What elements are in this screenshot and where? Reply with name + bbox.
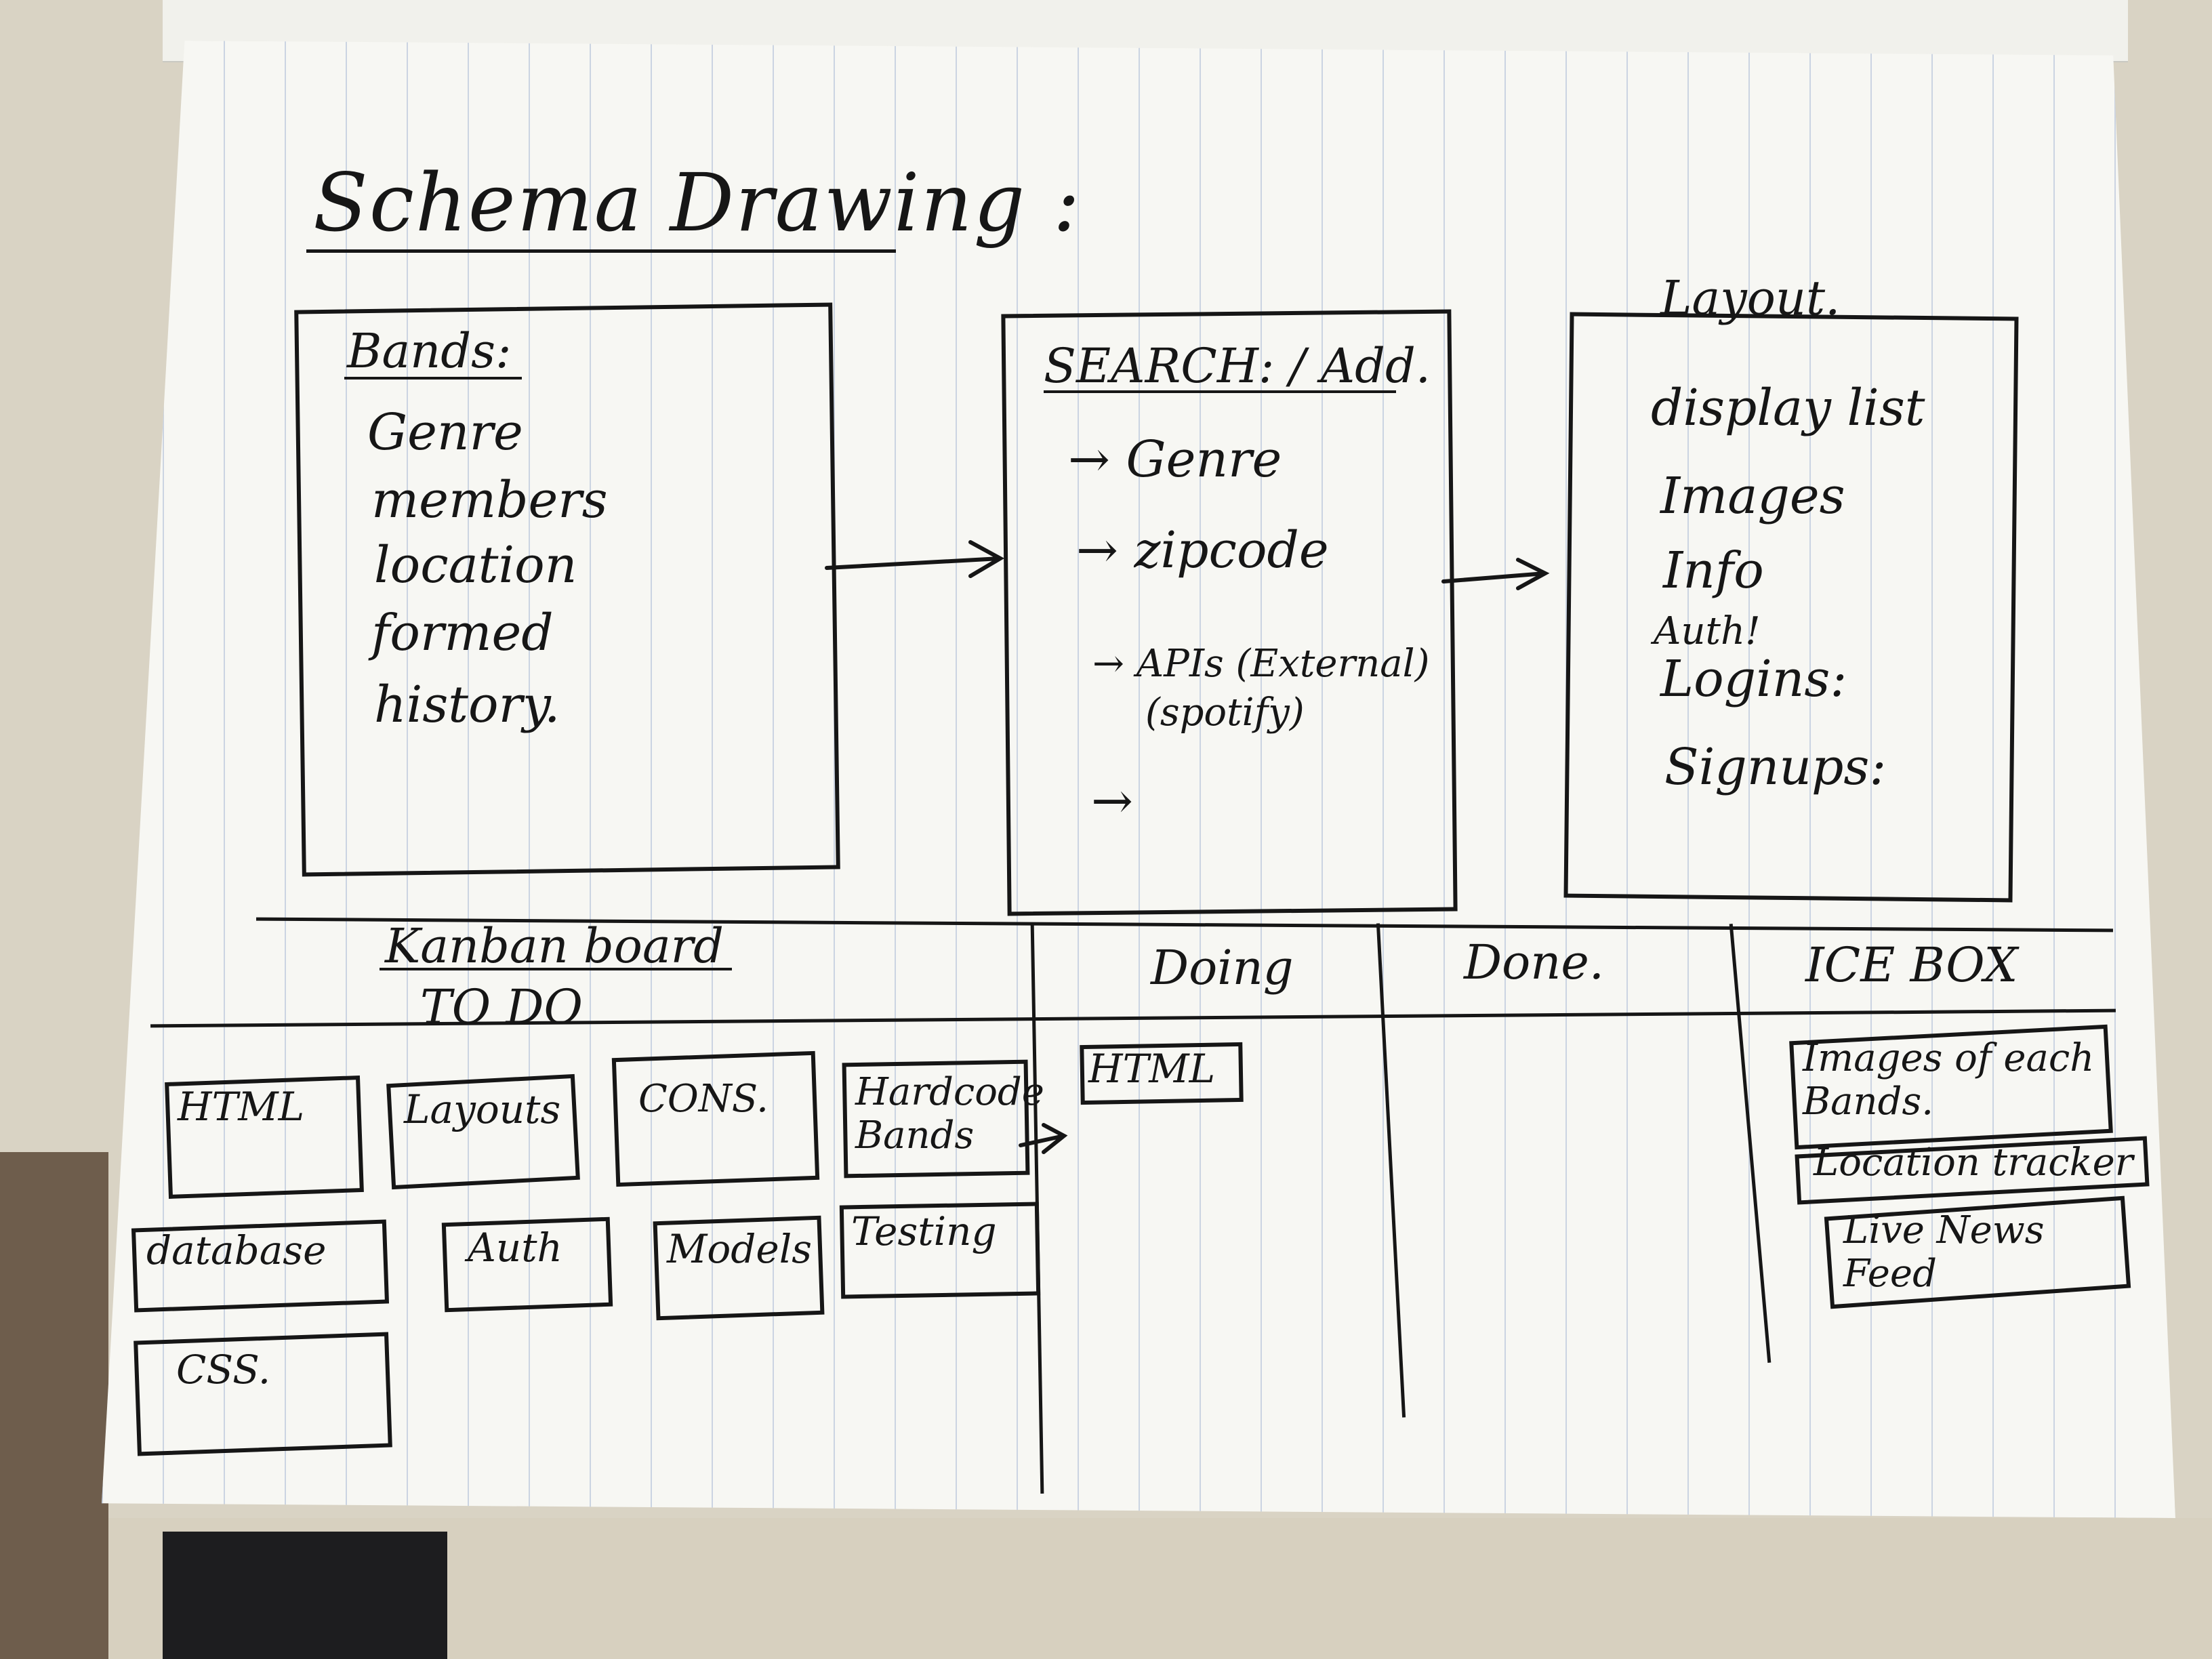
bands-heading-underline xyxy=(344,377,522,380)
column-done-header: Done. xyxy=(1464,935,1605,990)
bands-item-history: history. xyxy=(374,676,560,734)
kanban-title: Kanban board xyxy=(385,918,724,974)
bands-item-members: members xyxy=(371,471,608,529)
arrow-bands-to-search xyxy=(825,540,1005,578)
icebox-card-newsfeed-label: Live News Feed xyxy=(1843,1208,2045,1296)
search-item-zipcode: → zipcode xyxy=(1076,521,1329,579)
search-item-empty-arrow: → xyxy=(1091,772,1134,830)
column-doing-header: Doing xyxy=(1151,940,1294,996)
wood-surface xyxy=(0,1152,108,1659)
todo-card-css-label: CSS. xyxy=(176,1347,271,1393)
arrow-search-to-layout xyxy=(1441,558,1550,590)
bands-item-location: location xyxy=(374,536,577,594)
todo-card-html-label: HTML xyxy=(178,1084,305,1130)
arrow-hardcode-to-doing xyxy=(1019,1123,1068,1154)
todo-card-layouts-label: Layouts xyxy=(404,1086,561,1132)
todo-card-cons-label: CONS. xyxy=(638,1077,769,1121)
layout-item-logins: Logins: xyxy=(1660,650,1847,708)
column-todo-header: TO DO xyxy=(420,979,583,1035)
layout-heading: Layout. xyxy=(1660,270,1841,326)
search-item-spotify: (spotify) xyxy=(1145,691,1305,735)
doing-card-html-label: HTML xyxy=(1088,1046,1216,1092)
todo-card-hardcode-bands-label: Hardcode Bands xyxy=(855,1070,1044,1158)
search-heading: SEARCH: / Add. xyxy=(1044,338,1431,394)
layout-item-signups: Signups: xyxy=(1664,738,1887,796)
icebox-card-images-label: Images of each Bands. xyxy=(1803,1036,2095,1124)
search-item-genre: → Genre xyxy=(1068,430,1282,489)
layout-item-info: Info xyxy=(1663,541,1764,600)
kanban-title-underline xyxy=(380,968,732,970)
column-icebox-header: ICE BOX xyxy=(1805,937,2018,993)
desk-surface xyxy=(108,1518,2212,1659)
todo-card-auth-label: Auth xyxy=(468,1225,562,1271)
todo-card-testing-label: Testing xyxy=(851,1208,997,1254)
bands-item-formed: formed xyxy=(371,604,554,662)
layout-item-images: Images xyxy=(1660,467,1845,525)
title-underline xyxy=(306,249,896,253)
todo-card-models-label: Models xyxy=(667,1226,813,1272)
page-title: Schema Drawing : xyxy=(313,156,1082,249)
layout-item-display-list: display list xyxy=(1651,379,1925,437)
dark-object xyxy=(163,1532,447,1659)
bands-heading: Bands: xyxy=(347,323,512,379)
icebox-card-location-label: Location tracker xyxy=(1814,1141,2133,1185)
notebook-page xyxy=(102,41,2175,1518)
search-heading-underline xyxy=(1044,390,1396,393)
layout-item-auth: Auth! xyxy=(1654,609,1761,653)
search-item-apis: → APIs (External) xyxy=(1092,642,1430,686)
bands-item-genre: Genre xyxy=(367,403,523,462)
todo-card-database-label: database xyxy=(146,1227,327,1273)
